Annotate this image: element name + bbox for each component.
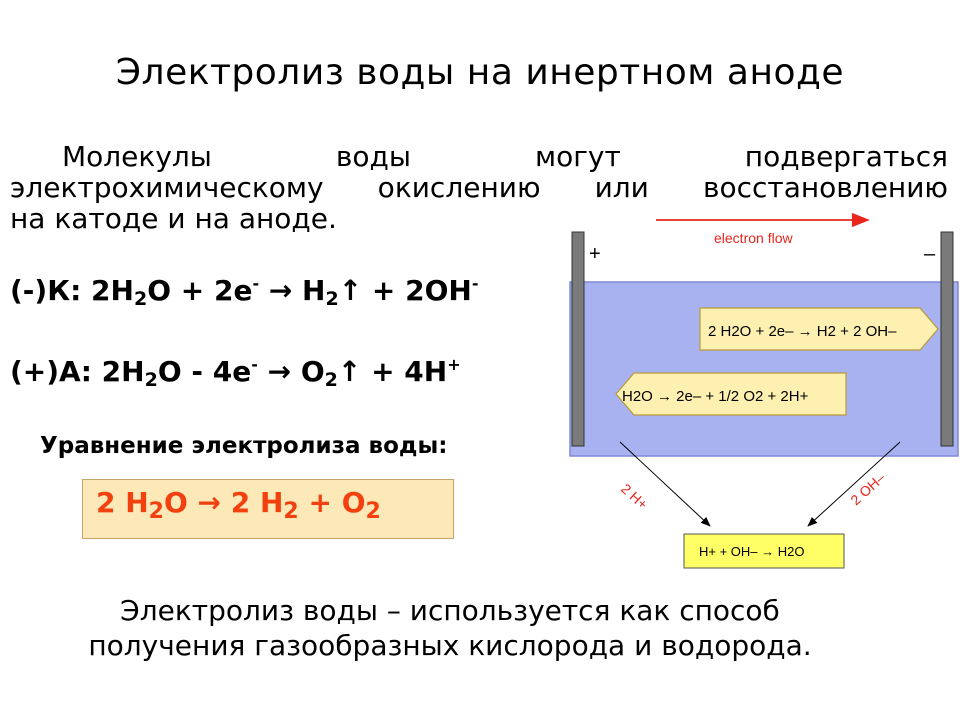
overall-equation: 2 H2O → 2 H2 + O2: [96, 486, 381, 524]
intro-line-3: на катоде и на аноде.: [10, 202, 337, 235]
cathode-equation: (-)К: 2H2O + 2e- → H2↑ + 2OH-: [10, 274, 479, 310]
intro-line-1: Молекулы воды могут подвергаться: [62, 140, 948, 173]
cathode-electrode: [940, 231, 954, 447]
anode-equation: (+)А: 2H2O - 4e- → O2↑ + 4H+: [10, 355, 461, 391]
h-plus-label: 2 H+: [618, 480, 651, 512]
overall-equation-box: [82, 479, 454, 539]
anode-reaction-box: [615, 372, 847, 416]
cathode-reaction-text: 2 H2O + 2e– → H2 + 2 OH–: [708, 323, 897, 340]
footer-line-1: Электролиз воды – используется как спосо…: [120, 594, 780, 627]
intro-line-2: электрохимическому окислению или восстан…: [10, 171, 948, 204]
footer-note: Электролиз воды – используется как спосо…: [0, 593, 900, 663]
neutralization-box: [683, 533, 845, 569]
electron-flow-label: electron flow: [714, 230, 793, 246]
overall-equation-label: Уравнение электролиза воды:: [40, 433, 448, 459]
h-plus-arrow: [619, 441, 711, 527]
oh-minus-arrow: [807, 441, 901, 527]
electrolysis-diagram: + – electron flow 2 H2O + 2e– → H2 + 2 O…: [569, 212, 959, 569]
footer-line-2: получения газообразных кислорода и водор…: [88, 629, 812, 662]
neutralization-text: H+ + OH– → H2O: [699, 544, 804, 559]
intro-paragraph: Молекулы воды могут подвергаться электро…: [10, 141, 948, 234]
minus-sign: –: [924, 243, 936, 265]
oh-minus-label: 2 OH–: [847, 469, 888, 508]
cathode-reaction-box: [699, 307, 939, 351]
plus-sign: +: [589, 243, 601, 265]
anode-reaction-text: H2O → 2e– + 1/2 O2 + 2H+: [622, 388, 809, 405]
page-title: Электролиз воды на инертном аноде: [115, 52, 845, 93]
anode-electrode: [571, 231, 585, 447]
